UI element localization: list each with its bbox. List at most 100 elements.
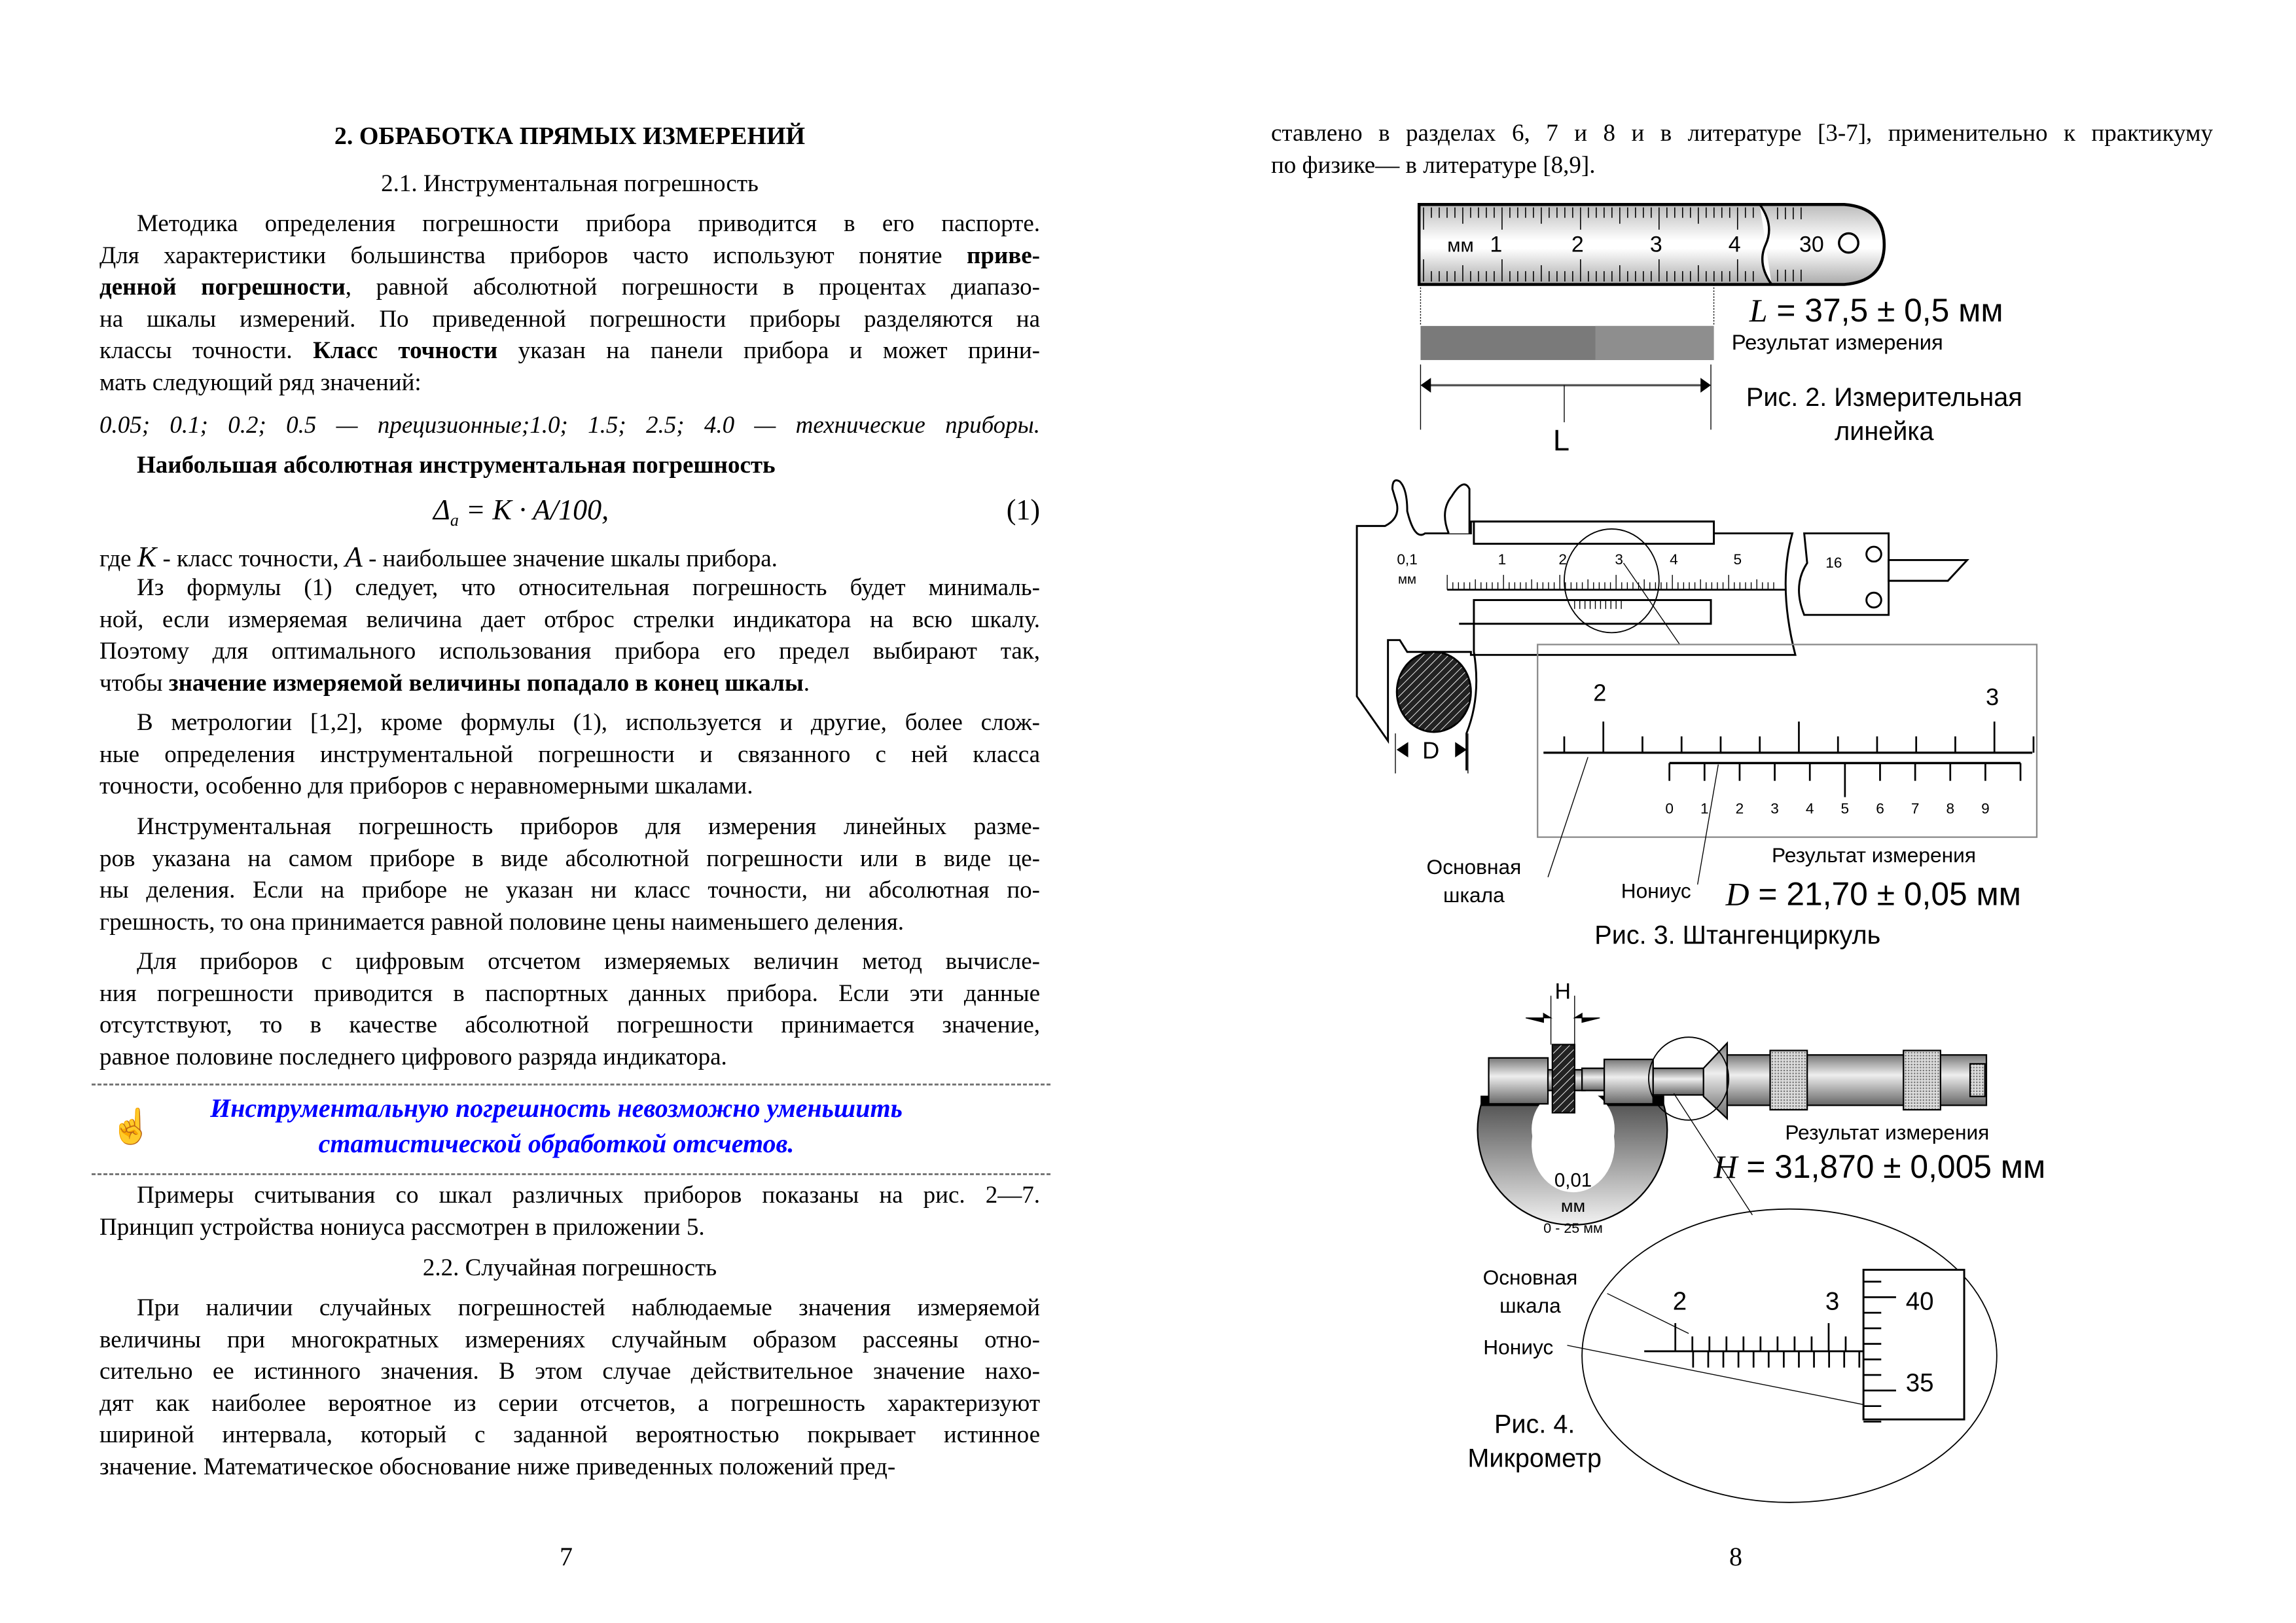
text-line: величины при многократных измерениях слу… bbox=[99, 1326, 1040, 1353]
text-line: дят как наиболее вероятное из серии отсч… bbox=[99, 1389, 1040, 1417]
figure-caliper bbox=[1355, 479, 2038, 885]
magnifier-circle bbox=[1564, 528, 1660, 634]
bold-heading: Наибольшая абсолютная инструментальная п… bbox=[137, 452, 776, 479]
page-number: 8 bbox=[1729, 1542, 1742, 1571]
scale-label: 5 bbox=[1733, 551, 1742, 568]
formula-subscript: a bbox=[450, 510, 459, 530]
result-formula: H = 31,870 ± 0,005 мм bbox=[1713, 1148, 2046, 1185]
vernier-label: Нониус bbox=[1621, 879, 1691, 902]
ruler-hole bbox=[1838, 232, 1859, 254]
paragraph: Для приборов с цифровым отсчетом измеряе… bbox=[99, 946, 1040, 1073]
ruler-label: 1 bbox=[1490, 232, 1502, 257]
ruler-label: 3 bbox=[1650, 232, 1662, 257]
formula-rhs: = K · A/100, bbox=[458, 494, 609, 526]
text-line: денной погрешности, равной абсолютной по… bbox=[99, 272, 1040, 304]
symbol-k: K bbox=[137, 541, 157, 573]
symbol-a: A bbox=[344, 541, 363, 573]
text: Для характеристики большинства приборов … bbox=[99, 242, 967, 269]
unit-label: мм bbox=[1561, 1195, 1585, 1216]
text-line: по физике— в литературе [8,9]. bbox=[1271, 151, 1596, 179]
dimension-label: H bbox=[1554, 979, 1571, 1004]
text-line: ния погрешности приводится в паспортных … bbox=[99, 979, 1040, 1007]
inset-label: 3 bbox=[1825, 1288, 1839, 1316]
dimension-label: L bbox=[1553, 424, 1570, 457]
ruler-unit: мм bbox=[1447, 235, 1473, 257]
formula-number: (1) bbox=[1006, 494, 1040, 526]
thimble bbox=[1726, 1054, 1988, 1106]
text: указан на панели прибора и может прини- bbox=[497, 337, 1041, 364]
vernier-label: 7 bbox=[1911, 800, 1920, 816]
text: - класс точности, bbox=[156, 545, 345, 572]
text: . bbox=[803, 669, 810, 697]
text-line: ров указана на самом приборе в виде абсо… bbox=[99, 845, 1040, 872]
range-label: 0 - 25 мм bbox=[1543, 1220, 1603, 1236]
micrometer-labels: H 0,01 мм 0 - 25 мм Результат измерения … bbox=[1467, 979, 2045, 1472]
magnified-view bbox=[1581, 1208, 1998, 1503]
text-line: Для характеристики большинства приборов … bbox=[99, 240, 1040, 272]
dimension-label: D bbox=[1422, 737, 1439, 764]
paragraph: Примеры считывания со шкал различных при… bbox=[99, 1180, 1040, 1243]
text-line: точности, особенно для приборов с неравн… bbox=[99, 773, 753, 799]
text-line: классы точности. Класс точности указан н… bbox=[99, 335, 1040, 367]
text-line: ные определения инструментальной погрешн… bbox=[99, 740, 1040, 768]
paragraph: Методика определения погрешности прибора… bbox=[99, 208, 1040, 399]
text-line: Поэтому для оптимального использования п… bbox=[99, 638, 1040, 665]
paragraph: Инструментальная погрешность приборов дл… bbox=[99, 811, 1040, 938]
magnifier-circle bbox=[1648, 1036, 1730, 1121]
ruler-label: 30 bbox=[1799, 232, 1824, 257]
text-line: равное половине последнего цифрового раз… bbox=[99, 1043, 727, 1070]
text: классы точности. bbox=[99, 337, 314, 364]
figure-micrometer bbox=[1477, 995, 1998, 1503]
text-line: мать следующий ряд значений: bbox=[99, 369, 422, 396]
ruler-label: 4 bbox=[1729, 232, 1741, 257]
inset-label: 2 bbox=[1673, 1288, 1687, 1316]
main-scale-label: шкала bbox=[1499, 1294, 1561, 1317]
figure-caption: линейка bbox=[1835, 417, 1934, 446]
caliper-inset bbox=[1537, 644, 2038, 838]
vernier-label: 4 bbox=[1806, 800, 1814, 816]
text-line: Принцип устройства нониуса рассмотрен в … bbox=[99, 1213, 705, 1241]
main-scale-label: шкала bbox=[1443, 883, 1505, 907]
figure-caption: Рис. 3. Штангенциркуль bbox=[1594, 921, 1880, 950]
vernier-label: 8 bbox=[1946, 800, 1954, 816]
bold-term: значение измеряемой величины попадало в … bbox=[168, 669, 804, 697]
text: - наибольшее значение шкалы прибора. bbox=[362, 545, 778, 572]
ruler-label: 2 bbox=[1571, 232, 1584, 257]
text-line: чтобы значение измеряемой величины попад… bbox=[99, 668, 1040, 700]
paragraph: ставлено в разделах 6, 7 и 8 и в литерат… bbox=[1271, 118, 2213, 181]
vernier-label: Нониус bbox=[1483, 1335, 1553, 1359]
scale-label: 2 bbox=[1558, 551, 1567, 568]
caliper-ticks bbox=[1446, 575, 1785, 610]
vernier-label: 5 bbox=[1841, 800, 1850, 816]
text-line: Из формулы (1) следует, что относительна… bbox=[137, 574, 1040, 601]
text: чтобы bbox=[99, 669, 169, 697]
inset-label: 2 bbox=[1593, 679, 1606, 706]
caliper-bottom-slider bbox=[1473, 599, 1712, 625]
text-line: значение. Математическое обоснование ниж… bbox=[99, 1453, 896, 1480]
text: , равной абсолютной погрешности в процен… bbox=[345, 274, 1040, 301]
section-title: 2. ОБРАБОТКА ПРЯМЫХ ИЗМЕРЕНИЙ bbox=[334, 122, 806, 150]
result-formula: D = 21,70 ± 0,05 мм bbox=[1725, 876, 2021, 913]
text-line: Инструментальная погрешность приборов дл… bbox=[137, 813, 1040, 840]
page-number: 7 bbox=[560, 1542, 573, 1571]
paragraph: При наличии случайных погрешностей наблю… bbox=[99, 1292, 1040, 1483]
vernier-label: 0 bbox=[1665, 800, 1674, 816]
vernier-label: 6 bbox=[1876, 800, 1884, 816]
anvil bbox=[1488, 1057, 1549, 1105]
main-scale-label: Основная bbox=[1427, 855, 1522, 879]
scale-label: 16 bbox=[1825, 555, 1842, 571]
main-scale-label: Основная bbox=[1483, 1266, 1578, 1289]
scale-label: 3 bbox=[1615, 551, 1623, 568]
vernier-label: 9 bbox=[1981, 800, 1990, 816]
precision-label: 0,01 bbox=[1554, 1170, 1592, 1192]
result-label: Результат измерения bbox=[1732, 330, 1943, 354]
bold-term: приве- bbox=[967, 242, 1040, 269]
result-label: Результат измерения bbox=[1772, 843, 1976, 867]
inset-label: 3 bbox=[1986, 684, 1999, 710]
text-line: ставлено в разделах 6, 7 и 8 и в литерат… bbox=[1271, 120, 2213, 147]
subsection-heading: 2.1. Инструментальная погрешность bbox=[381, 170, 759, 197]
figure-ruler: мм 1 2 3 4 30 L L = 37,5 ± 0,5 мм Резуль… bbox=[1417, 203, 2022, 457]
result-formula: L = 37,5 ± 0,5 мм bbox=[1749, 292, 2003, 329]
thimble-label: 40 bbox=[1906, 1288, 1934, 1316]
text-line: Для приборов с цифровым отсчетом измеряе… bbox=[137, 948, 1040, 975]
